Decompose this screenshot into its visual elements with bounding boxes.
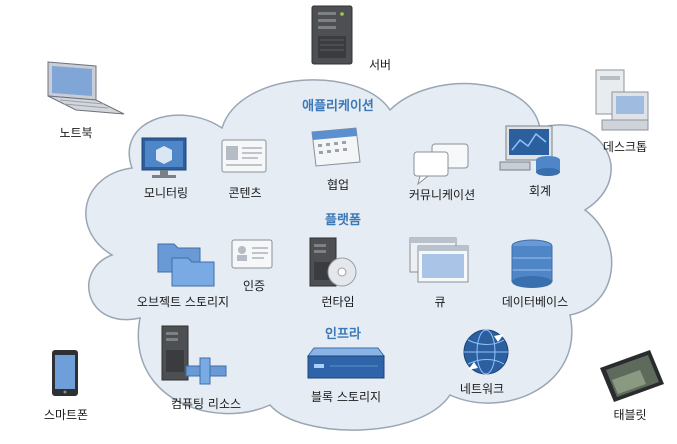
section-infrastructure: 인프라 xyxy=(325,327,361,342)
laptop-icon xyxy=(47,61,125,115)
monitoring-icon xyxy=(141,137,187,178)
compute-icon xyxy=(161,325,227,385)
queue-icon xyxy=(409,237,469,283)
smartphone-icon xyxy=(52,350,78,396)
auth-icon xyxy=(231,239,273,269)
tablet-icon xyxy=(600,350,664,402)
runtime-label: 런타임 xyxy=(321,295,355,309)
object-storage-label: 오브젝트 스토리지 xyxy=(136,295,230,309)
desktop-icon xyxy=(595,69,649,131)
network-icon xyxy=(463,329,509,375)
block-storage-label: 블록 스토리지 xyxy=(310,390,382,404)
database-label: 데이터베이스 xyxy=(501,295,569,309)
laptop-label: 노트북 xyxy=(59,126,93,140)
desktop-label: 데스크톱 xyxy=(602,140,648,154)
block-storage-icon xyxy=(307,347,385,379)
server-label: 서버 xyxy=(368,58,392,72)
content-icon xyxy=(221,139,267,173)
section-platform: 플랫폼 xyxy=(325,213,361,228)
object-storage-icon xyxy=(157,243,215,287)
communication-label: 커뮤니케이션 xyxy=(408,188,476,202)
collaboration-label: 협업 xyxy=(326,178,350,192)
queue-label: 큐 xyxy=(434,295,446,309)
runtime-icon xyxy=(309,237,357,287)
auth-label: 인증 xyxy=(242,279,266,293)
server-icon xyxy=(311,5,353,65)
network-label: 네트워크 xyxy=(459,382,505,396)
collaboration-icon xyxy=(311,127,361,167)
compute-label: 컴퓨팅 리소스 xyxy=(170,397,242,411)
monitoring-label: 모니터링 xyxy=(143,186,189,200)
tablet-label: 태블릿 xyxy=(613,408,647,422)
smartphone-label: 스마트폰 xyxy=(43,408,89,422)
section-applications: 애플리케이션 xyxy=(302,99,374,114)
finance-icon xyxy=(499,125,560,176)
content-label: 콘텐츠 xyxy=(228,186,262,200)
database-icon xyxy=(511,239,553,288)
finance-label: 회계 xyxy=(528,184,552,198)
communication-icon xyxy=(413,143,469,186)
